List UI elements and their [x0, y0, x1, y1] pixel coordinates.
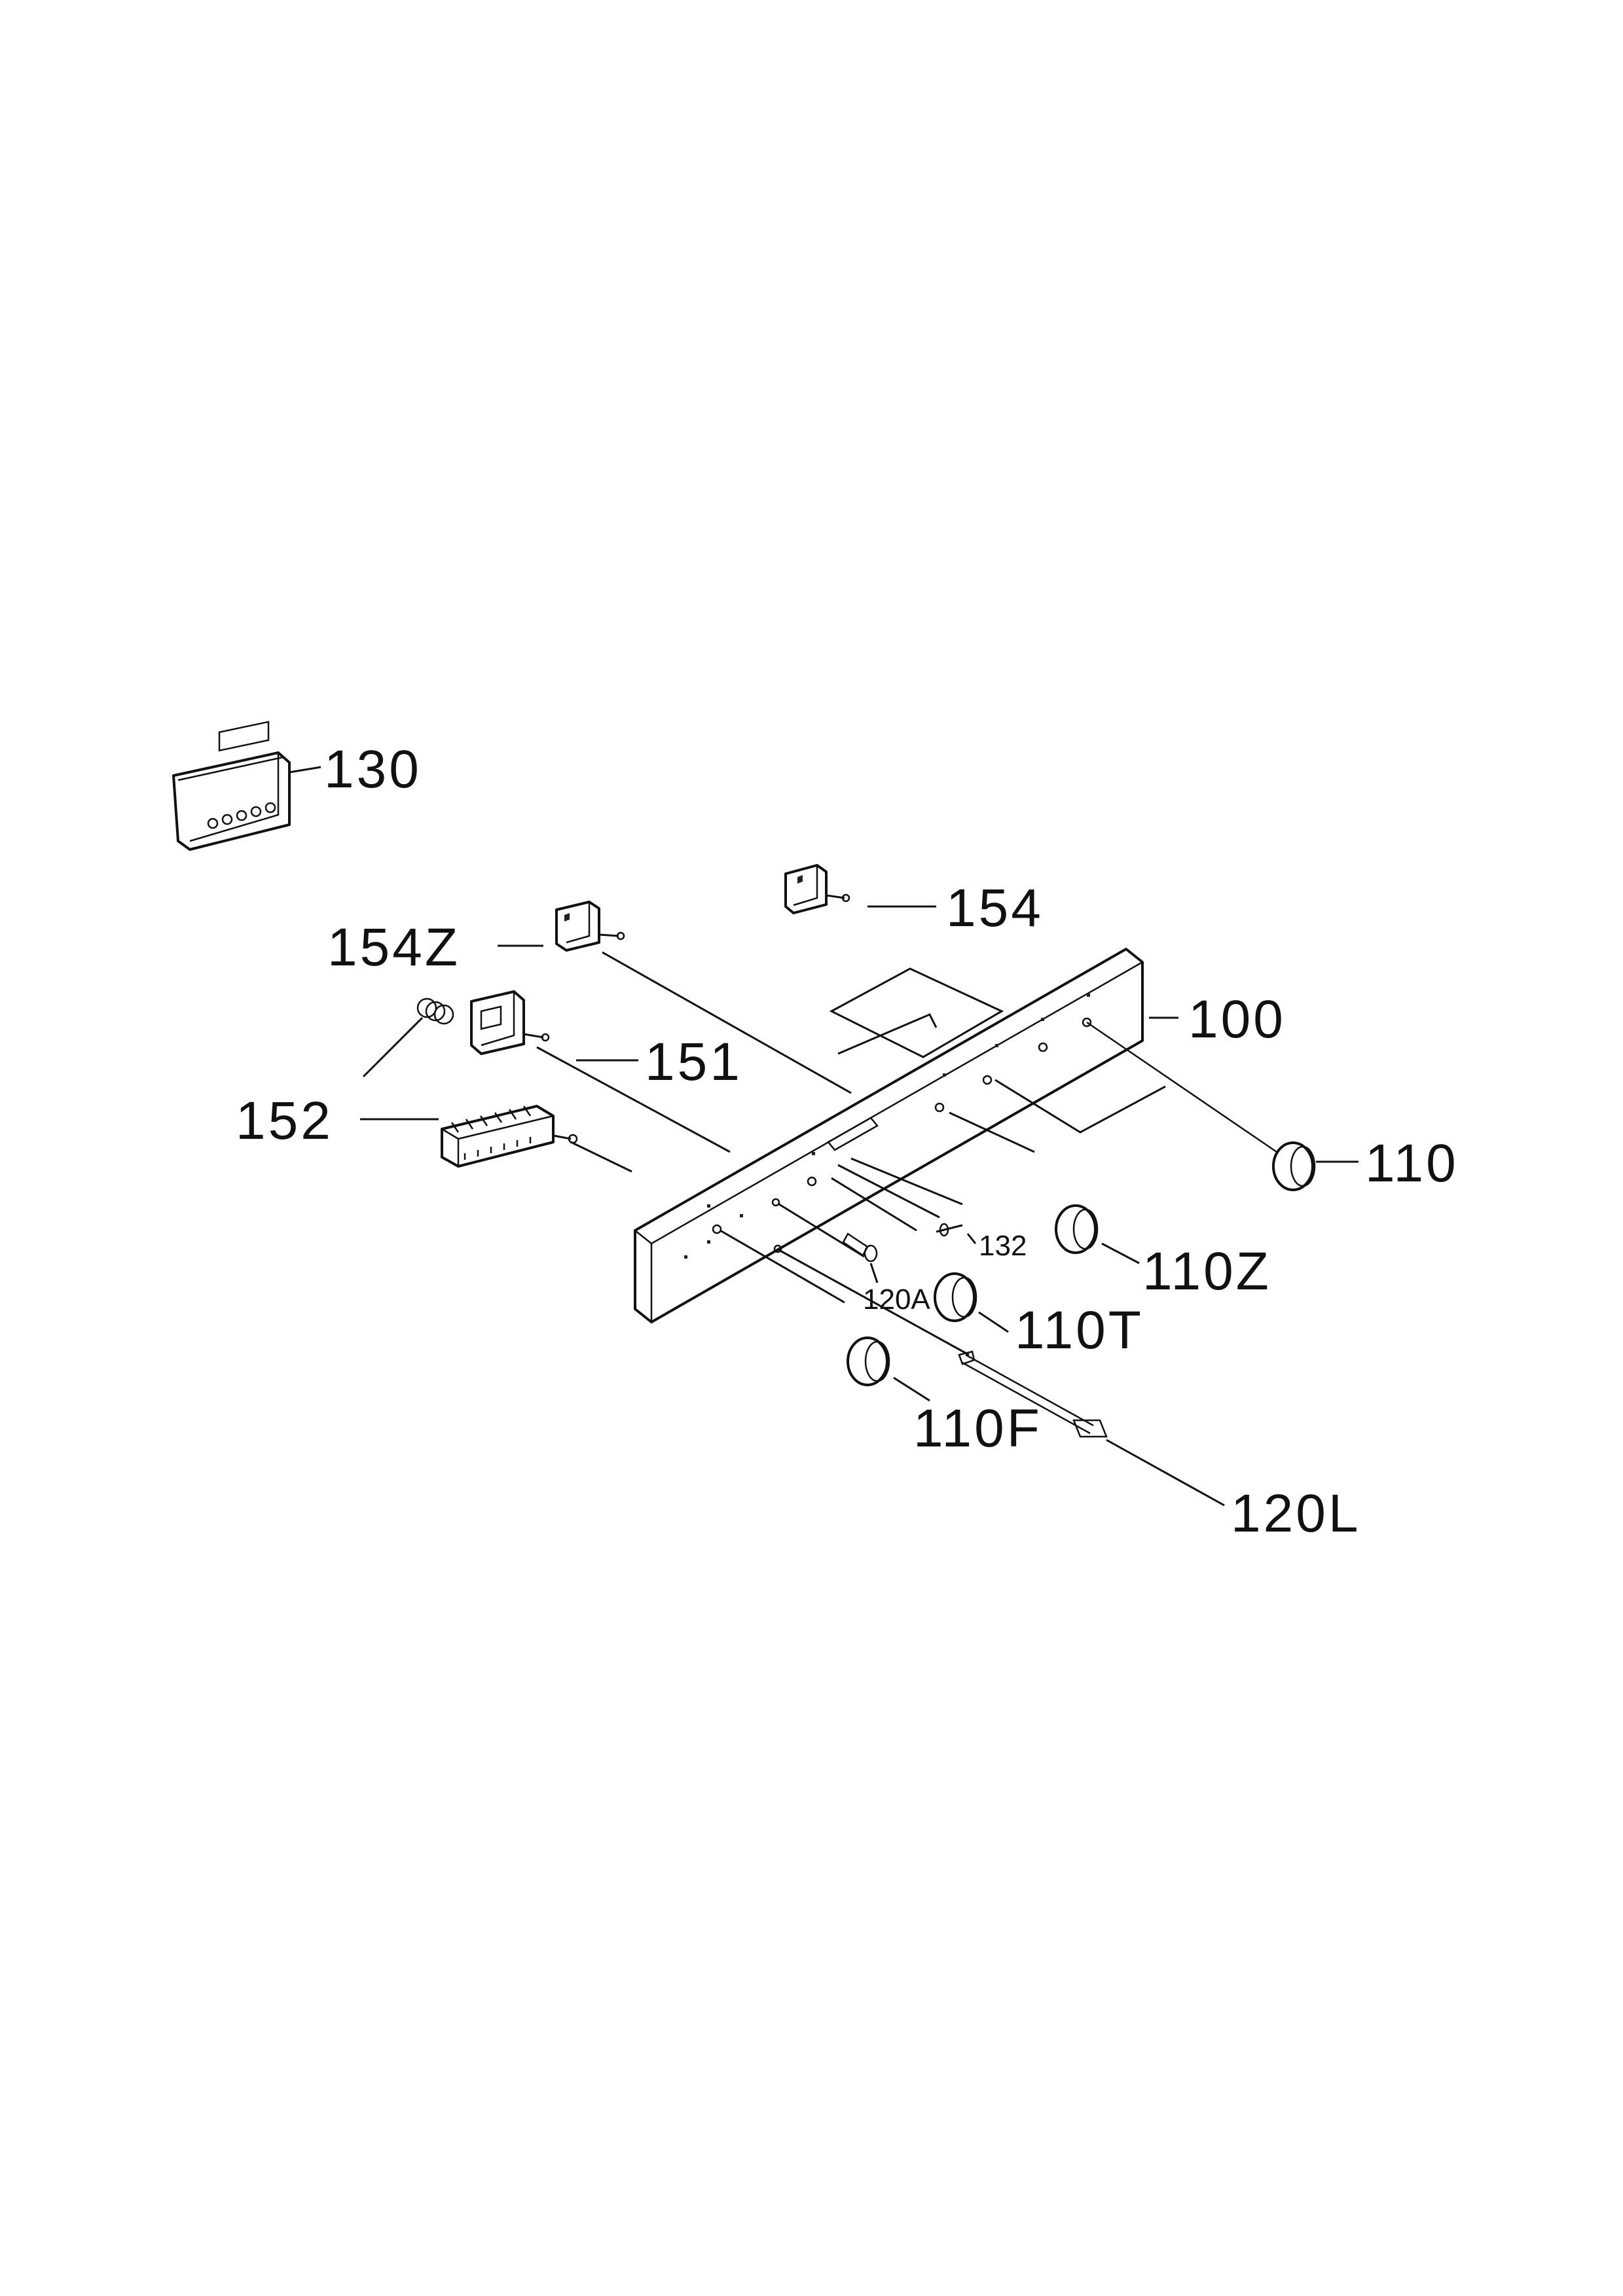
label-120a: 120A [863, 1283, 930, 1316]
switch-154z [498, 901, 625, 952]
lamp-rod-120l [958, 1350, 1225, 1507]
switch-154 [784, 864, 936, 914]
label-151: 151 [645, 1032, 742, 1092]
label-120l: 120L [1231, 1484, 1360, 1543]
switch-block-152 [360, 1105, 578, 1168]
timer-module-130 [172, 721, 321, 851]
switch-151 [362, 990, 638, 1078]
label-110: 110 [1365, 1134, 1459, 1193]
lamp-120a [842, 1232, 879, 1283]
label-152: 152 [236, 1091, 333, 1151]
label-110z: 110Z [1142, 1242, 1271, 1301]
knob-110t [934, 1272, 1009, 1333]
label-100: 100 [1188, 990, 1286, 1049]
label-130: 130 [324, 740, 422, 799]
knob-110 [1086, 1021, 1359, 1191]
knob-110f [847, 1336, 930, 1402]
label-154: 154 [946, 878, 1044, 938]
label-110f: 110F [913, 1399, 1042, 1458]
label-154z: 154Z [327, 918, 460, 977]
knob-110z [1055, 1204, 1140, 1265]
screw-132 [936, 1223, 977, 1244]
control-panel-100 [634, 948, 1178, 1323]
label-110t: 110T [1015, 1300, 1144, 1360]
leader-lines [536, 951, 1166, 1356]
label-132: 132 [979, 1230, 1027, 1262]
